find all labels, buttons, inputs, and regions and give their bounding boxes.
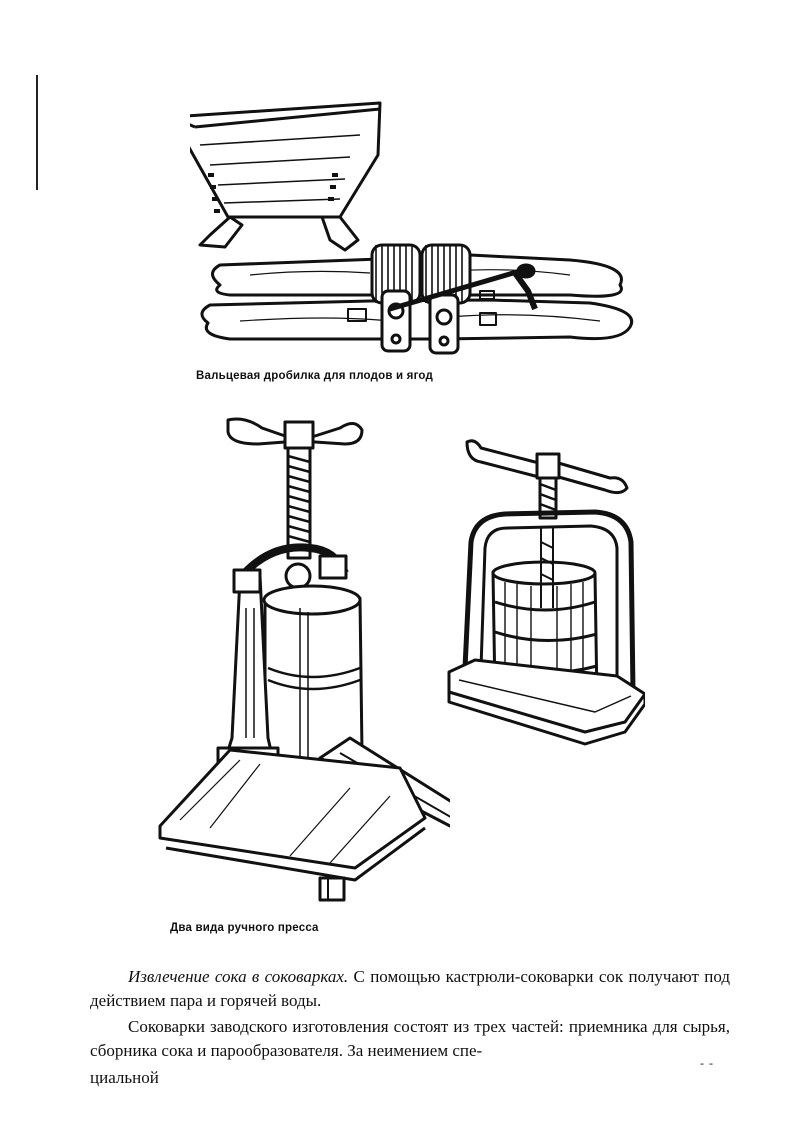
paragraph-1-rest: С помощью кастрюли-соковарки сок получаю… [90,967,730,1010]
margin-line [36,75,38,190]
paragraph-3-start: циальной [90,1068,159,1087]
crusher-caption: Вальцевая дробилка для плодов и ягод [196,370,433,382]
box-press-illustration [447,439,645,746]
manual-press-illustration [158,417,450,902]
body-text: Извлечение сока в соковарках. С помощью … [90,965,730,1063]
paragraph-1: Извлечение сока в соковарках. С помощью … [90,965,730,1013]
page-dash: - - [700,1056,714,1070]
paragraph-1-lead: Извлечение сока в соковарках. [128,967,349,986]
presses-caption: Два вида ручного пресса [170,922,319,934]
paragraph-2: Соковарки заводского изготовления состоя… [90,1017,730,1060]
roller-crusher-illustration [190,101,634,355]
